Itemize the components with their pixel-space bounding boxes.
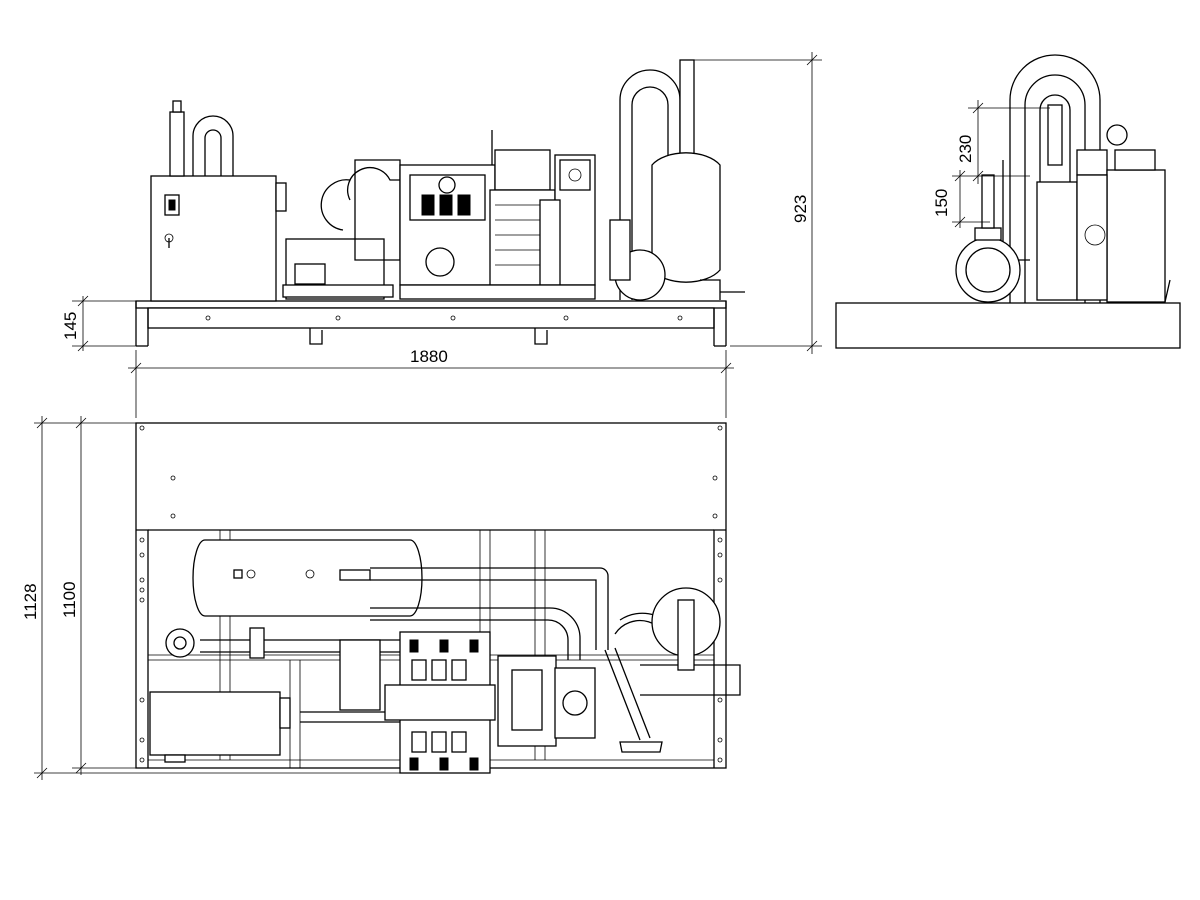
top-view: 1128 1100 xyxy=(21,416,741,780)
front-base-frame xyxy=(135,300,727,347)
top-dimensions: 1128 1100 xyxy=(21,416,400,780)
dim-total-height: 923 xyxy=(791,195,810,223)
top-compressors xyxy=(339,631,596,774)
top-receiver-tank xyxy=(192,539,423,617)
front-motor xyxy=(282,159,405,300)
dim-base-height: 145 xyxy=(61,312,80,340)
front-view: 145 1880 923 xyxy=(61,52,822,418)
side-dimensions: 230 150 xyxy=(932,100,1050,228)
dim-side-lower: 150 xyxy=(932,189,951,217)
side-compressor xyxy=(1036,124,1171,303)
top-control-box xyxy=(149,691,291,763)
top-separator xyxy=(619,587,721,753)
front-dimensions: 145 1880 923 xyxy=(61,52,822,418)
front-compressor xyxy=(399,130,596,300)
side-base xyxy=(835,302,1181,349)
front-separator xyxy=(609,59,745,301)
top-oil-pot xyxy=(165,627,265,659)
front-control-box xyxy=(150,175,287,302)
dim-side-upper: 230 xyxy=(956,135,975,163)
dim-length: 1880 xyxy=(410,347,448,366)
front-left-pipes xyxy=(169,100,234,177)
dim-depth-inner: 1100 xyxy=(60,581,79,618)
side-view: 230 150 xyxy=(835,54,1181,349)
side-motor xyxy=(955,174,1021,303)
dim-depth-outer: 1128 xyxy=(21,583,40,620)
